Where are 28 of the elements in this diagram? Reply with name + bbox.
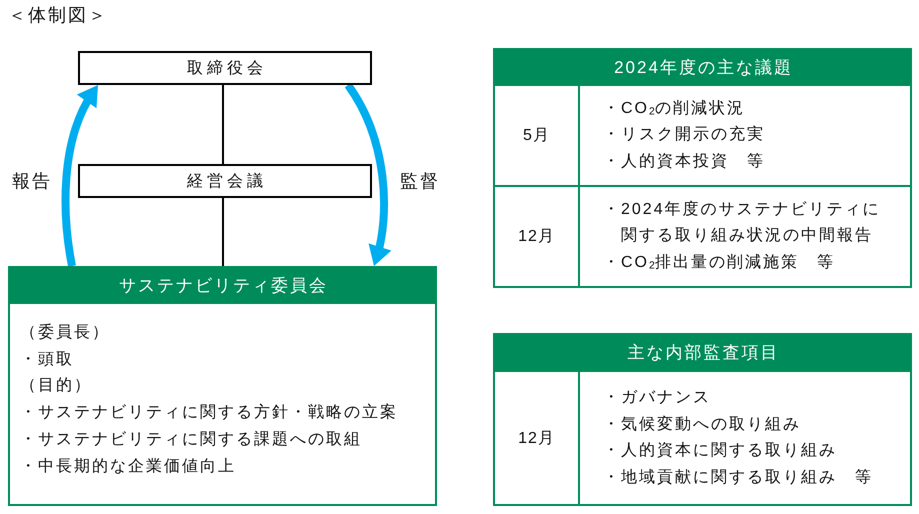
curved-arrow [344,82,392,266]
list-item: ・人的資本投資 等 [603,152,765,172]
table-header: 主な内部監査項目 [493,333,912,372]
diagram-title: ＜体制図＞ [8,4,108,27]
body-text: ・サステナビリティに関する方針・戦略の立案 [20,402,398,424]
list-item: ・ガバナンス [603,388,711,408]
curved-arrow [62,84,98,267]
list-item: ・リスク開示の充実 [603,124,765,146]
panel-header: サステナビリティ委員会 [8,266,437,304]
committee-panel [8,266,437,506]
connector-line [222,85,224,164]
connector-line [222,198,224,266]
list-item: ・CO$_{2}$排出量の削減施策 等 [603,252,835,274]
body-text: ・頭取 [20,350,74,370]
list-item: ・CO$_{2}$の削減状況 [603,98,745,120]
list-item: ・気候変動への取り組み [603,414,801,434]
edge-label: 報告 [12,170,52,192]
list-item: ・2024年度のサステナビリティに関する取り組み状況の中間報告 [603,200,882,246]
body-text: （目的） [20,376,92,396]
process-box: 経営会議 [78,164,372,198]
edge-label: 監督 [400,170,440,192]
table-header: 2024年度の主な議題 [493,48,912,86]
list-item: ・地域貢献に関する取り組み 等 [603,468,873,488]
body-text: ・中長期的な企業価値向上 [20,456,236,477]
process-box: 取締役会 [78,51,372,85]
body-text: ・サステナビリティに関する課題への取組 [20,430,362,450]
body-text: （委員長） [20,322,110,343]
list-item: ・人的資本に関する取り組み [603,440,837,461]
